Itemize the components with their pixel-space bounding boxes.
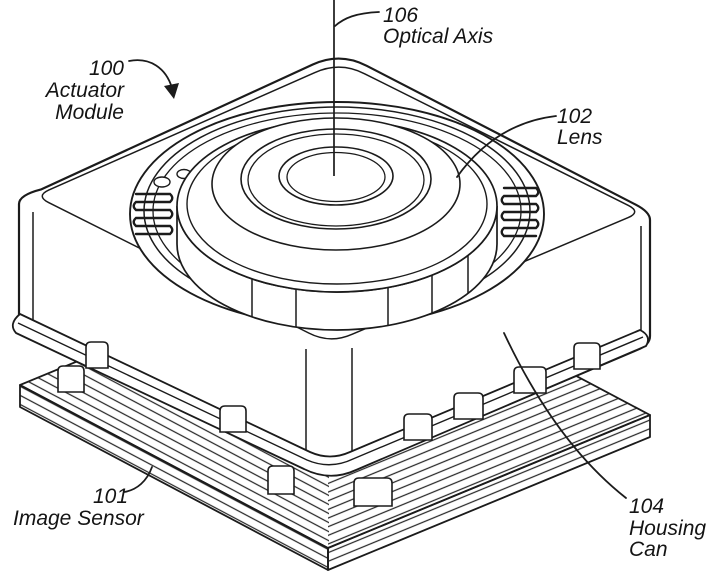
label-lens-ref: 102	[557, 105, 592, 128]
actuator-module-arrowhead	[164, 83, 179, 99]
label-housing-can-ref: 104	[629, 495, 664, 518]
label-lens: 102 Lens	[557, 105, 603, 149]
mount-foot	[353, 477, 393, 507]
label-optical-axis: 106 Optical Axis	[383, 4, 494, 48]
flange-clip	[453, 392, 484, 420]
suspension-spring-left	[132, 192, 174, 236]
mount-foot	[57, 365, 85, 393]
leaders	[123, 11, 627, 499]
mount-feet	[57, 365, 393, 507]
flange-mid-line	[17, 322, 644, 466]
flange-clip	[403, 413, 433, 441]
label-optical-axis-ref: 106	[383, 4, 418, 27]
label-actuator-module-name: Actuator	[44, 79, 125, 102]
bearing-post	[153, 176, 171, 188]
housing-flange	[11, 313, 649, 477]
lens-leader	[456, 115, 557, 178]
label-image-sensor-name: Image Sensor	[13, 507, 145, 530]
label-image-sensor: 101 Image Sensor	[13, 485, 145, 530]
label-image-sensor-ref: 101	[93, 485, 128, 508]
label-housing-can-name: Housing	[629, 517, 706, 540]
flange-clip	[219, 405, 247, 433]
label-actuator-module-name2: Module	[55, 101, 124, 124]
suspension-spring-right	[500, 186, 540, 238]
label-actuator-module-ref: 100	[89, 57, 124, 80]
flange-clip	[513, 366, 547, 394]
label-optical-axis-name: Optical Axis	[383, 25, 494, 48]
flange-clip	[573, 342, 601, 370]
label-lens-name: Lens	[557, 126, 603, 149]
flange-band	[11, 313, 649, 477]
optical-axis-leader	[334, 11, 380, 27]
lens-aperture	[278, 146, 394, 206]
lens-ring-mid-inner	[247, 133, 425, 227]
mount-foot	[267, 465, 295, 495]
label-housing-can-name2: Can	[629, 538, 668, 561]
flange-clips	[85, 341, 601, 441]
actuator-module-arrow	[128, 59, 173, 89]
label-housing-can: 104 Housing Can	[629, 495, 706, 561]
barrel-castellation	[251, 256, 469, 327]
label-actuator-module: 100 Actuator Module	[44, 57, 125, 124]
lens-assembly	[129, 101, 545, 331]
top-face-chamfer-line	[41, 66, 636, 340]
flange-clip	[85, 341, 109, 369]
lens-aperture-inner	[286, 151, 386, 203]
housing-can-leader	[503, 332, 627, 499]
image-sensor-leader	[123, 466, 153, 493]
